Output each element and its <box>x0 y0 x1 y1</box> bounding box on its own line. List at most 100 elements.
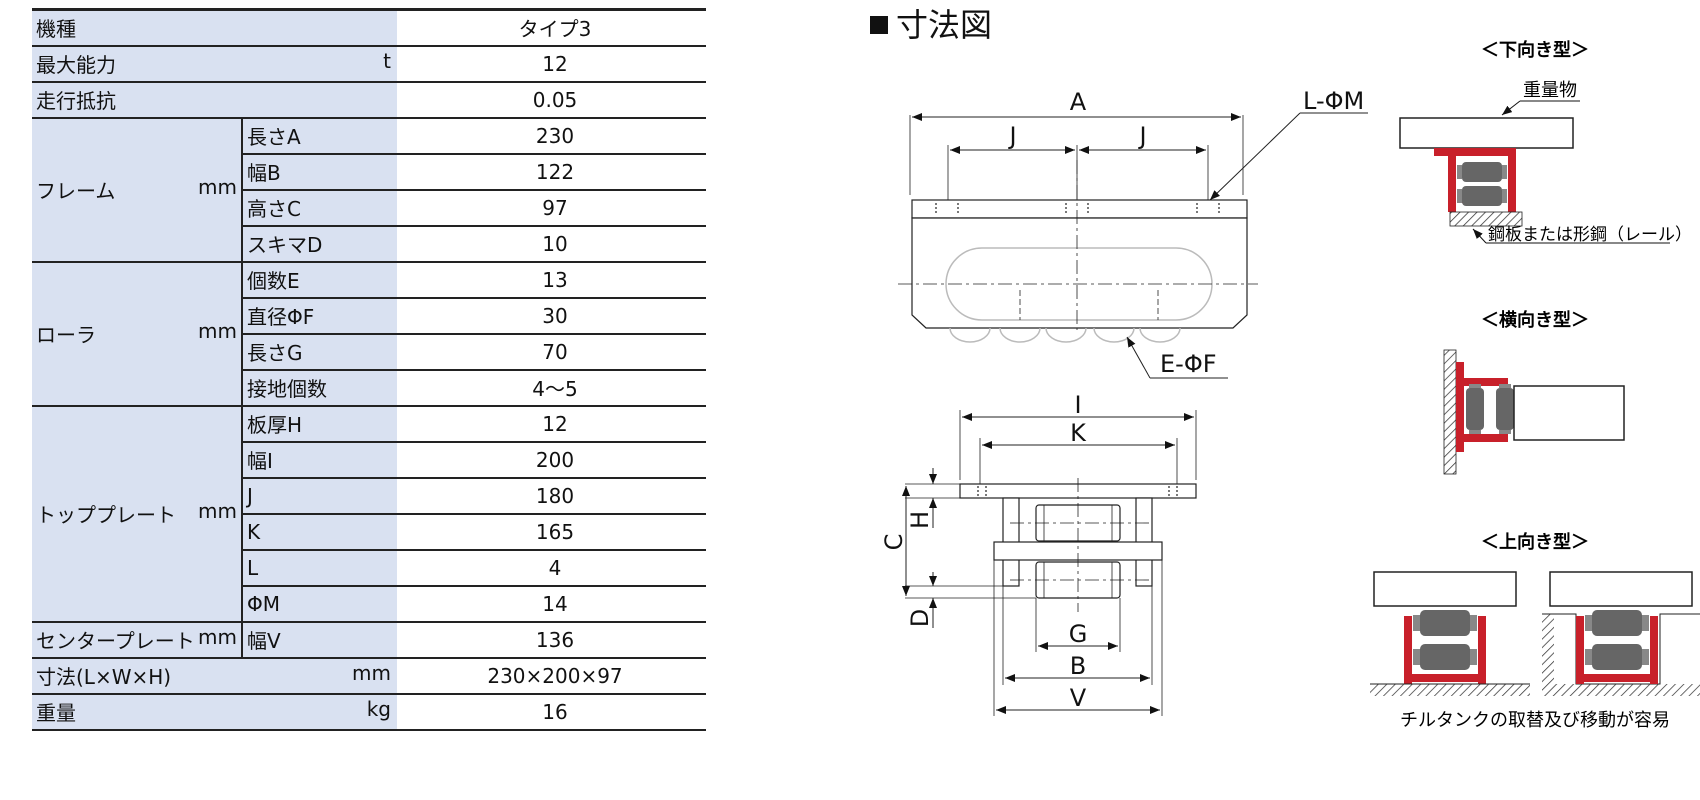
row-gap <box>397 81 404 119</box>
front-view <box>902 410 1197 716</box>
sub-label: 幅V <box>241 621 398 659</box>
row-value: 165 <box>404 513 706 551</box>
row-unit: kg <box>366 697 391 721</box>
row-unit: mm <box>352 661 391 685</box>
row-label: 重量 <box>36 701 76 725</box>
usage-up-caption: チルタンクの取替及び移動が容易 <box>1400 710 1670 731</box>
row-value: タイプ3 <box>404 8 706 47</box>
sub-label: 直径ΦF <box>241 297 398 335</box>
row-value: 30 <box>404 297 706 335</box>
dim-label-c: C <box>880 534 908 551</box>
row-value: 230×200×97 <box>404 657 706 695</box>
group-label: センタープレート <box>36 629 195 653</box>
row-gap <box>397 261 404 299</box>
usage-upward: ＜上向き型＞ チルタンクの取替及び移動が容易 <box>1370 531 1700 731</box>
usage-side-title: ＜横向き型＞ <box>1481 309 1589 331</box>
row-value: 14 <box>404 585 706 623</box>
row-gap <box>397 333 404 371</box>
row-gap <box>397 441 404 479</box>
dim-label-v: V <box>1070 684 1087 712</box>
group-unit: mm <box>198 499 237 523</box>
sub-label: 高さC <box>241 189 398 227</box>
dim-label-l-m: L-ΦM <box>1303 87 1364 115</box>
row-value: 97 <box>404 189 706 227</box>
row-value: 70 <box>404 333 706 371</box>
row-value: 13 <box>404 261 706 299</box>
group-label: ローラ <box>36 323 96 347</box>
sub-label: 接地個数 <box>241 369 398 407</box>
group-unit: mm <box>198 175 237 199</box>
row-label: 機種 <box>36 17 76 42</box>
usage-down-title: ＜下向き型＞ <box>1481 39 1589 61</box>
sub-label: 長さG <box>241 333 398 371</box>
row-value: 10 <box>404 225 706 263</box>
row-label-cell: 機種 <box>32 8 398 47</box>
dim-label-j-right: J <box>1137 122 1146 150</box>
dim-label-b: B <box>1070 652 1086 680</box>
usage-downward: ＜下向き型＞ 重量物 鋼板または形鋼（レール） <box>1399 39 1692 245</box>
row-gap <box>397 189 404 227</box>
diagram-title-text: 寸法図 <box>896 6 993 44</box>
row-label: 走行抵抗 <box>36 89 116 113</box>
sub-label: J <box>241 477 398 515</box>
row-value: 12 <box>404 405 706 443</box>
usage-down-load-label: 重量物 <box>1523 80 1577 101</box>
sub-label: ΦM <box>241 585 398 623</box>
row-value: 122 <box>404 153 706 191</box>
dim-label-h: H <box>906 511 934 529</box>
row-gap <box>397 369 404 407</box>
group-unit: mm <box>198 625 237 649</box>
sub-label: 幅B <box>241 153 398 191</box>
row-value: 180 <box>404 477 706 515</box>
row-label-cell: 寸法(L×W×H)mm <box>32 657 398 695</box>
usage-sideways: ＜横向き型＞ <box>1443 309 1625 475</box>
dim-label-g: G <box>1069 620 1088 648</box>
dimension-labels: A J J L-ΦM E-ΦF I K H C D G B V <box>880 87 1364 712</box>
row-gap <box>397 297 404 335</box>
table-row: 機種 タイプ3 <box>32 8 706 47</box>
sub-label: 幅I <box>241 441 398 479</box>
sub-label: スキマD <box>241 225 398 263</box>
row-gap <box>397 477 404 515</box>
sub-label: L <box>241 549 398 587</box>
row-label: 最大能力 <box>36 53 116 77</box>
group-unit: mm <box>198 319 237 343</box>
row-gap <box>397 657 404 695</box>
row-value: 230 <box>404 117 706 155</box>
row-gap <box>397 693 404 731</box>
sub-label: K <box>241 513 398 551</box>
row-gap <box>397 621 404 659</box>
row-gap <box>397 45 404 83</box>
row-value: 200 <box>404 441 706 479</box>
row-gap <box>397 405 404 443</box>
roller <box>1462 186 1502 206</box>
group-label: フレーム <box>36 179 116 203</box>
dim-label-d: D <box>906 609 934 627</box>
dim-label-k: K <box>1070 419 1087 447</box>
side-view <box>898 112 1368 379</box>
row-label-cell: 走行抵抗 <box>32 81 398 119</box>
row-unit: t <box>383 49 391 73</box>
row-gap <box>397 585 404 623</box>
row-value: 136 <box>404 621 706 659</box>
usage-down-rail-label: 鋼板または形鋼（レール） <box>1488 225 1692 245</box>
diagram-title: 寸法図 <box>870 0 992 46</box>
sub-label: 個数E <box>241 261 398 299</box>
